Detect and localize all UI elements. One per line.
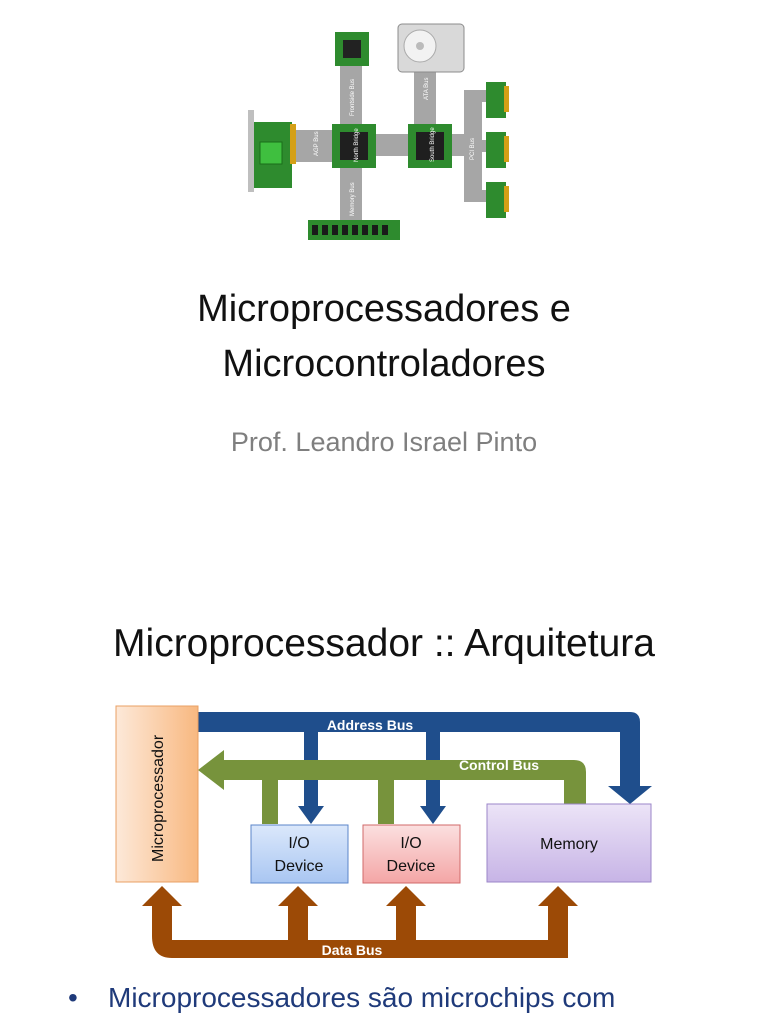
- slide-subtitle: Prof. Leandro Israel Pinto: [230, 427, 538, 457]
- address-bus-arrow: [198, 712, 652, 804]
- label-ata-bus: ATA Bus: [424, 78, 430, 100]
- agp-bus: [292, 130, 334, 162]
- io-device-1-label-line-1: I/O: [288, 835, 309, 852]
- control-bus-arrow: [198, 750, 586, 804]
- title-line-1: Microprocessadores e: [197, 288, 571, 330]
- label-agp-bus: AGP Bus: [314, 131, 320, 156]
- io-device-2-box: [362, 824, 461, 884]
- pci-card-1: [486, 82, 506, 118]
- bullet-item: • Microprocessadores são microchips com: [68, 982, 615, 1014]
- memory-bus: [340, 166, 362, 222]
- label-frontside-bus: Frontside Bus: [350, 79, 356, 116]
- io-device-2-label-line-2: Device: [387, 858, 436, 875]
- pci-card-3: [486, 182, 506, 218]
- slide-title: Microprocessadores e Microcontroladores: [0, 282, 768, 392]
- bullet-text: Microprocessadores são microchips com: [108, 982, 616, 1013]
- microprocessor-box: [115, 705, 199, 883]
- ata-bus: [414, 60, 436, 130]
- title-line-2: Microcontroladores: [222, 343, 546, 385]
- io-device-1-label-line-2: Device: [275, 858, 324, 875]
- memory-label: Memory: [540, 836, 598, 853]
- bridge-link: [374, 134, 410, 156]
- label-pci-bus: PCI Bus: [470, 138, 476, 160]
- data-bus-arrow: [142, 886, 578, 958]
- label-south-bridge: South Bridge: [430, 127, 436, 162]
- io-device-1-box: [250, 824, 349, 884]
- pc-architecture-illustration: Frontside Bus ATA Bus AGP Bus North Brid…: [248, 23, 509, 240]
- architecture-diagram: Address Bus Control Bus Data Bus Micropr…: [115, 705, 652, 958]
- frontside-bus: [340, 60, 362, 130]
- io-device-2-label-line-1: I/O: [400, 835, 421, 852]
- microprocessor-label: Microprocessador: [150, 734, 167, 862]
- pci-card-2: [486, 132, 506, 168]
- bullet-dot: •: [68, 982, 78, 1013]
- data-bus-label: Data Bus: [322, 942, 383, 958]
- label-north-bridge: North Bridge: [354, 128, 360, 162]
- address-bus-label: Address Bus: [327, 717, 414, 733]
- architecture-title: Microprocessador :: Arquitetura: [113, 622, 655, 665]
- label-memory-bus: Memory Bus: [350, 182, 356, 216]
- control-bus-label: Control Bus: [459, 757, 539, 773]
- memory-box: [486, 803, 652, 883]
